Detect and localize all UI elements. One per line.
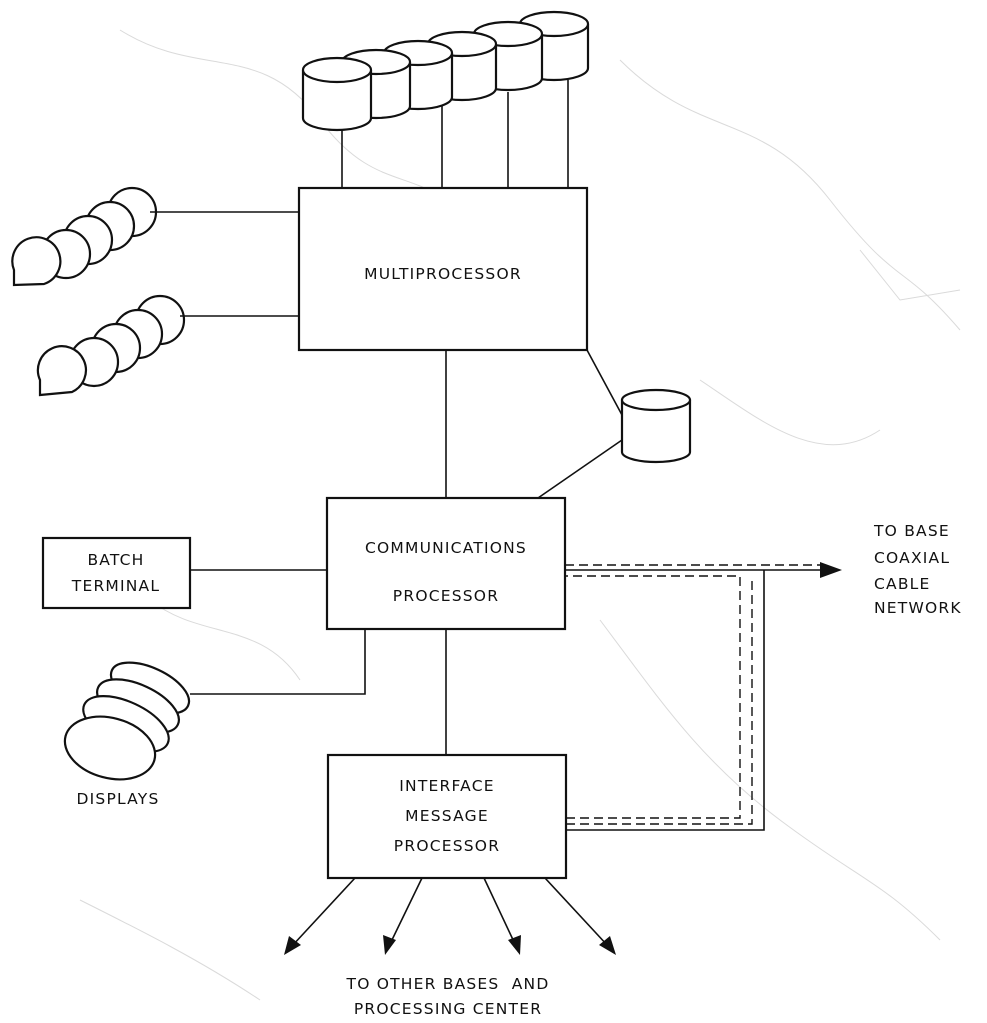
batch-terminal-label-line2: TERMINAL [71,577,160,595]
tape-drive-icon [11,186,158,287]
imp-label-line2: MESSAGE [405,807,489,825]
batch-terminal-label-line1: BATCH [87,551,144,569]
batch-terminal-node: BATCH TERMINAL [41,536,192,610]
multiprocessor-label: MULTIPROCESSOR [364,265,522,283]
arrow-icon [483,877,521,955]
coaxial-network-links [565,562,842,831]
tape-drive-icon [36,294,186,397]
disk-to-multiprocessor-connector [586,349,623,416]
base-network-label-line4: NETWORK [874,599,962,617]
displays-label: DISPLAYS [77,790,160,808]
other-bases-label-line2: PROCESSING CENTER [354,1000,542,1018]
base-network-label-line3: CABLE [874,575,931,593]
other-bases-label-line1: TO OTHER BASES AND [346,975,550,993]
base-network-label-line2: COAXIAL [874,549,950,567]
comm-processor-label-line1: COMMUNICATIONS [365,539,527,557]
base-network-label-line1: TO BASE [873,522,950,540]
arrow-icon [820,562,842,578]
disk-stack-connectors [341,80,569,188]
arrow-icon [383,877,423,955]
comm-processor-label-line2: PROCESSOR [393,587,499,605]
disk-to-comm-connector [537,439,623,499]
displays-to-comm-connector [190,629,366,695]
arrow-icon [544,877,616,955]
multiprocessor-node: MULTIPROCESSOR [297,186,589,352]
disk-icon [620,388,692,464]
imp-label-line3: PROCESSOR [394,837,500,855]
display-terminal-icon [63,661,191,781]
imp-label-line1: INTERFACE [399,777,494,795]
communications-processor-node: COMMUNICATIONS PROCESSOR [325,496,567,631]
outbound-arrows [284,877,616,955]
disk-stack-icon [301,10,590,132]
arrow-icon [284,877,356,955]
interface-message-processor-node: INTERFACE MESSAGE PROCESSOR [326,753,568,880]
disk-pack-1 [301,56,373,132]
